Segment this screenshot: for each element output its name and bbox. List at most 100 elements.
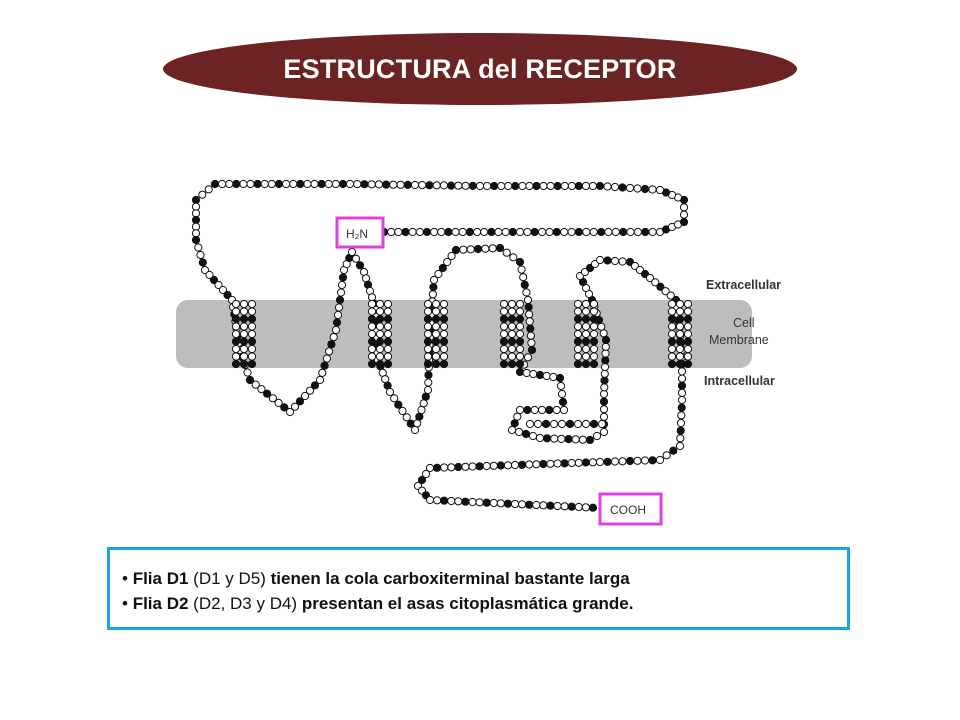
amino-acid-bead: [610, 182, 620, 192]
amino-acid-bead: [553, 501, 562, 511]
amino-acid-bead: [523, 405, 532, 415]
amino-acid-bead: [619, 227, 628, 237]
amino-acid-bead: [290, 402, 300, 411]
amino-acid-bead: [589, 329, 599, 339]
amino-acid-bead: [595, 255, 605, 265]
c-terminus-label: COOH: [610, 503, 646, 517]
amino-acid-bead: [521, 429, 531, 439]
amino-acid-bead: [667, 337, 677, 346]
description-d2: presentan el asas citoplasmática grande.: [301, 594, 634, 613]
amino-acid-bead: [550, 434, 559, 443]
amino-acid-bead: [431, 322, 441, 331]
members-d2: (D2, D3 y D4): [193, 594, 298, 613]
amino-acid-bead: [667, 329, 677, 339]
n-terminus-box: [335, 216, 385, 249]
amino-acid-bead: [582, 227, 591, 237]
amino-acid-bead: [218, 285, 228, 295]
amino-acid-bead: [231, 329, 241, 339]
amino-acid-bead: [421, 469, 431, 479]
amino-acid-bead: [315, 375, 325, 385]
amino-acid-bead: [338, 273, 348, 282]
amino-acid-bead: [683, 299, 693, 309]
amino-acid-bead: [648, 456, 657, 465]
amino-acid-bead: [243, 368, 252, 377]
amino-acid-bead: [482, 498, 491, 507]
amino-acid-bead: [589, 227, 598, 237]
amino-acid-bead: [285, 407, 295, 417]
amino-acid-bead: [401, 227, 410, 237]
amino-acid-bead: [310, 179, 319, 189]
amino-acid-bead: [599, 412, 609, 421]
amino-acid-bead: [331, 179, 340, 189]
amino-acid-bead: [515, 405, 525, 415]
amino-acid-bead: [683, 322, 693, 331]
amino-acid-bead: [205, 270, 214, 280]
amino-acid-bead: [424, 370, 433, 380]
amino-acid-bead: [667, 307, 677, 316]
amino-acid-bead: [655, 455, 665, 465]
amino-acid-bead: [522, 368, 531, 378]
amino-acid-bead: [389, 180, 398, 189]
amino-acid-bead: [423, 352, 433, 361]
amino-acid-bead: [502, 248, 511, 257]
amino-acid-bead: [683, 359, 693, 369]
amino-acid-bead: [268, 394, 277, 403]
amino-acid-bead: [600, 376, 609, 385]
amino-acid-bead: [588, 181, 598, 191]
amino-acid-bead: [679, 203, 689, 212]
amino-acid-bead: [239, 359, 249, 369]
amino-acid-bead: [487, 227, 496, 237]
amino-acid-bead: [408, 227, 417, 237]
amino-acid-bead: [191, 215, 201, 225]
amino-acid-bead: [383, 337, 393, 346]
amino-acid-bead: [417, 405, 426, 415]
amino-acid-bead: [468, 497, 477, 507]
amino-acid-bead: [274, 179, 283, 189]
amino-acid-bead: [677, 367, 687, 376]
amino-acid-bead: [483, 181, 492, 191]
amino-acid-bead: [239, 314, 249, 324]
amino-acid-bead: [589, 307, 599, 316]
amino-acid-bead: [517, 265, 526, 274]
amino-acid-bead: [683, 337, 693, 346]
amino-acid-bead: [676, 418, 686, 428]
amino-acid-bead: [431, 337, 441, 346]
amino-acid-bead: [515, 329, 525, 339]
bullet: •: [122, 569, 128, 588]
amino-acid-bead: [661, 287, 670, 296]
amino-acid-bead: [423, 359, 433, 369]
amino-acid-bead: [332, 318, 342, 327]
amino-acid-bead: [589, 314, 599, 324]
amino-acid-bead: [581, 359, 591, 369]
amino-acid-bead: [560, 181, 569, 191]
amino-acid-bead: [507, 314, 517, 324]
amino-acid-bead: [459, 245, 468, 254]
amino-acid-bead: [475, 498, 484, 507]
amino-acid-bead: [676, 434, 685, 443]
amino-acid-bead: [585, 435, 595, 445]
amino-acid-bead: [675, 329, 685, 339]
amino-acid-bead: [289, 179, 298, 189]
amino-acid-bead: [574, 502, 583, 512]
amino-acid-bead: [327, 340, 336, 349]
amino-acid-bead: [367, 314, 377, 324]
amino-acid-bead: [367, 322, 377, 331]
amino-acid-bead: [263, 389, 272, 398]
amino-acid-bead: [589, 359, 599, 369]
amino-acid-bead: [507, 352, 517, 361]
membrane-label-line2: Membrane: [709, 333, 769, 347]
amino-acid-bead: [533, 419, 543, 429]
amino-acid-bead: [648, 227, 657, 237]
amino-acid-bead: [447, 496, 456, 506]
amino-acid-bead: [499, 314, 509, 324]
amino-acid-bead: [375, 307, 385, 316]
amino-acid-bead: [367, 337, 377, 346]
note-item-d2: • Flia D2 (D2, D3 y D4) presentan el asa…: [122, 591, 847, 616]
amino-acid-bead: [324, 179, 333, 189]
amino-acid-bead: [231, 314, 241, 324]
amino-acid-bead: [499, 307, 509, 316]
amino-acid-bead: [425, 463, 435, 473]
amino-acid-bead: [239, 179, 248, 189]
family-d1: Flia D1: [132, 569, 189, 588]
